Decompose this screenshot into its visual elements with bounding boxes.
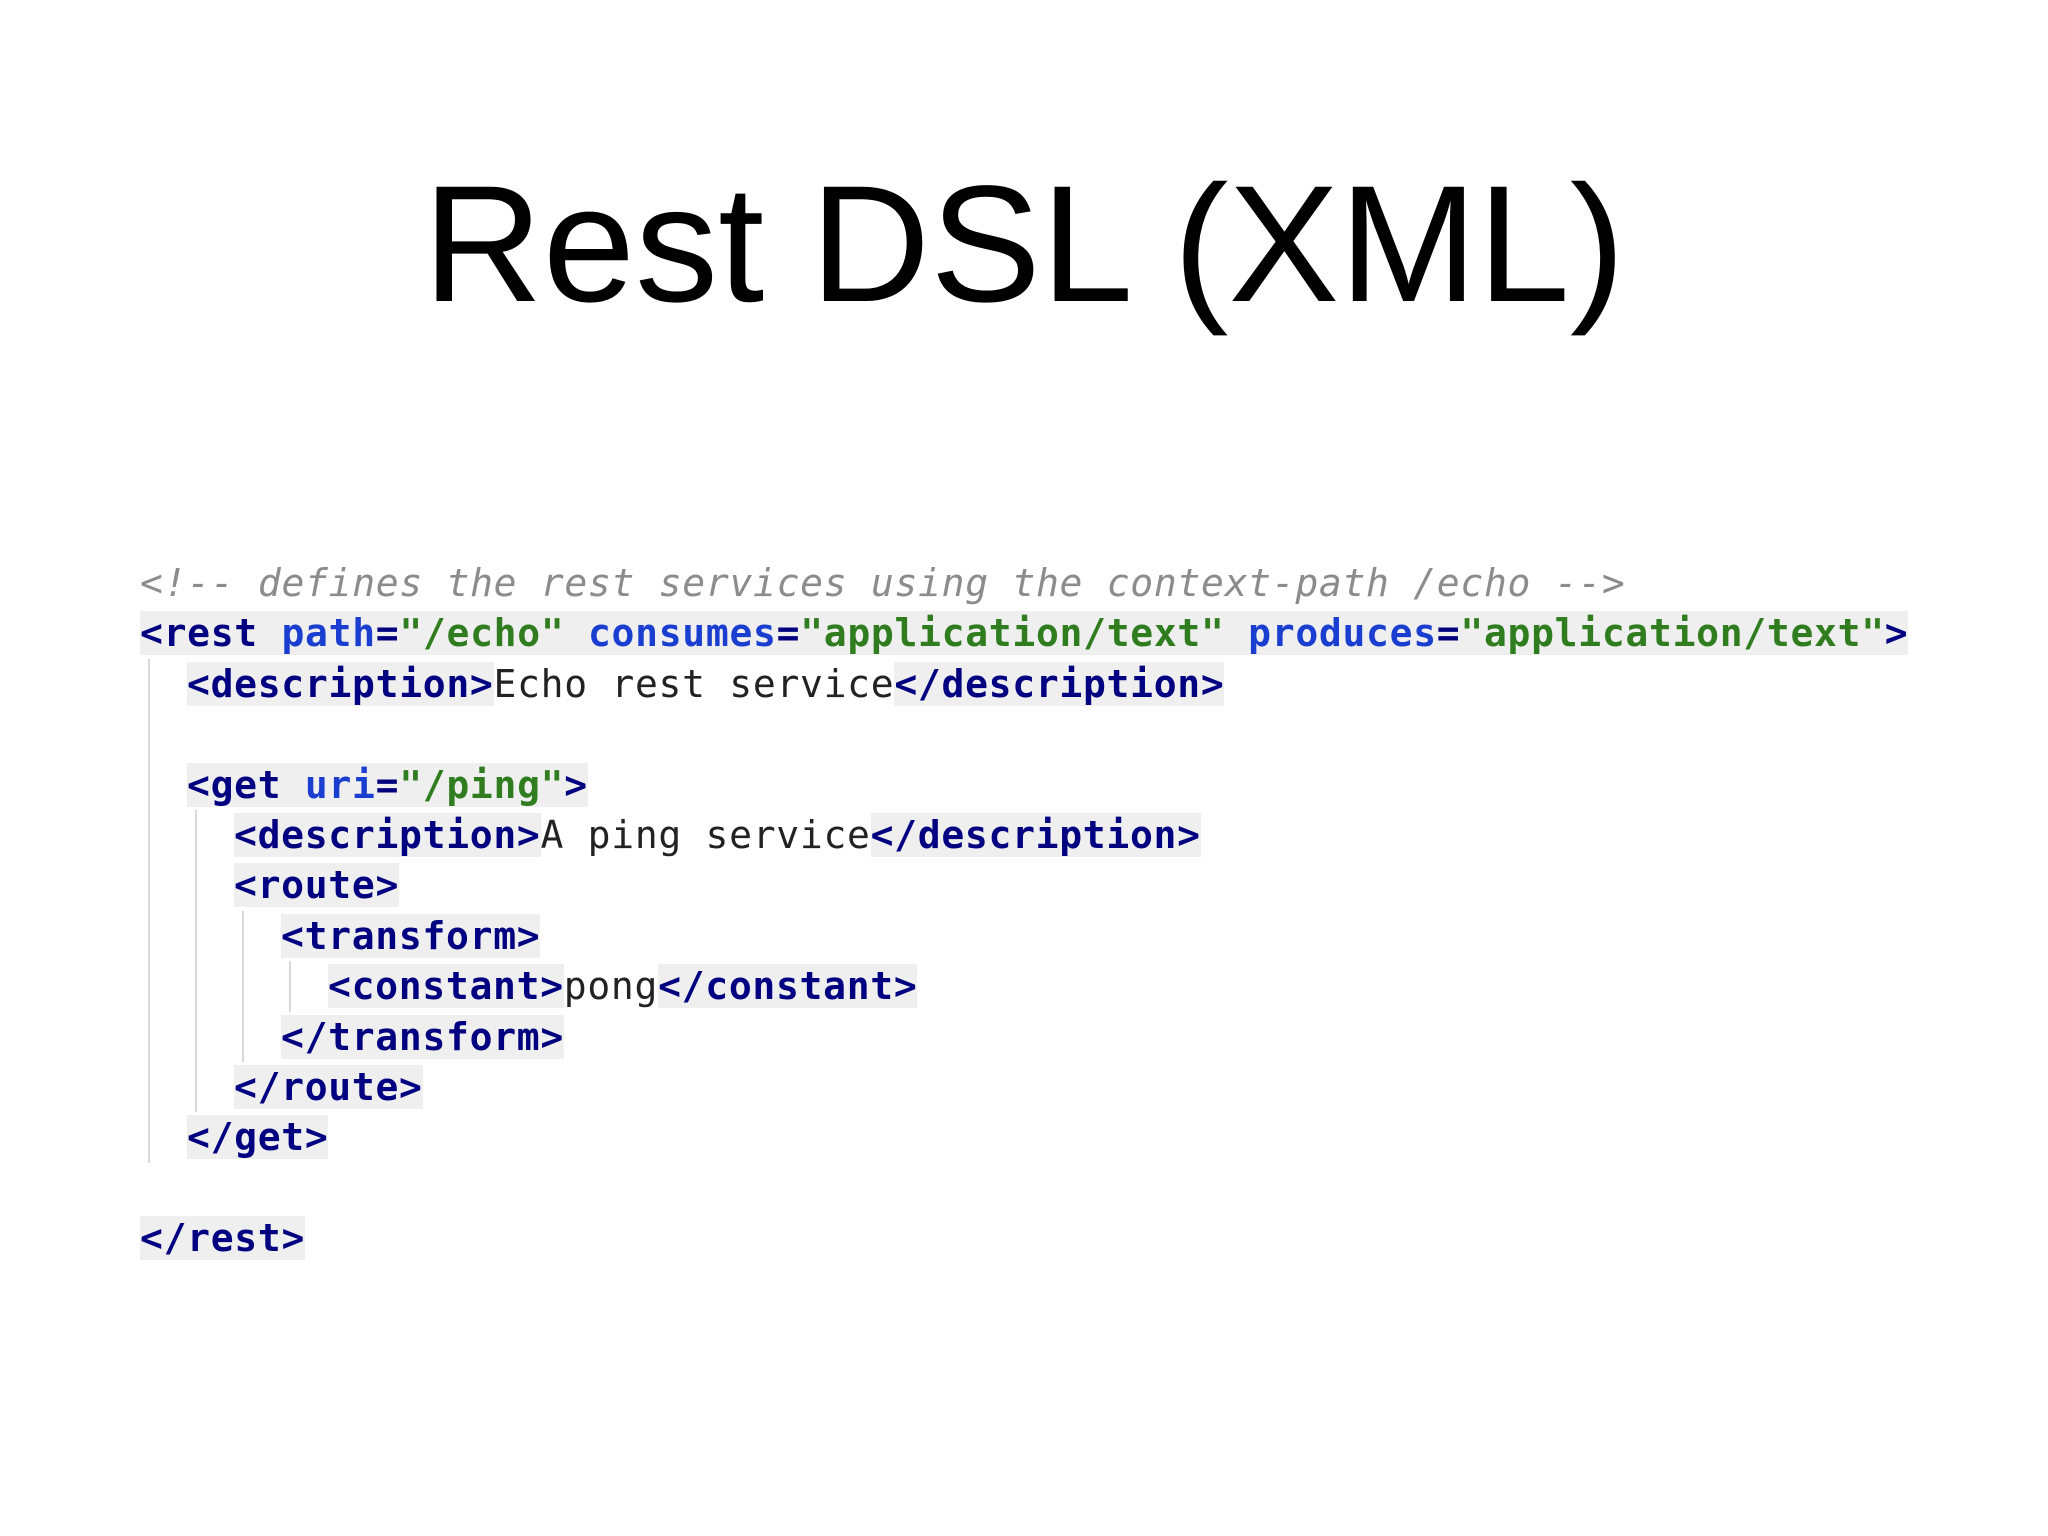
code-token-attr: uri (304, 762, 376, 807)
code-token-attr: produces (1248, 611, 1437, 656)
indent-guide (195, 910, 197, 962)
code-line: <rest path="/echo" consumes="application… (140, 608, 1909, 658)
code-line: <transform> (140, 910, 1908, 962)
code-line: <description>A ping service</description… (140, 809, 1908, 861)
code-token-tag: <constant> (328, 964, 564, 1009)
indent-guide (148, 759, 150, 810)
code-token-attr: path (281, 611, 376, 656)
indent-guide (195, 809, 197, 861)
code-token-str: "application/text" (1460, 611, 1885, 656)
indent-guide (148, 1061, 150, 1113)
code-line-content: <!-- defines the rest services using the… (140, 558, 1625, 608)
code-line: <route> (140, 860, 1908, 911)
code-line-content: <description>A ping service</description… (234, 810, 1201, 860)
code-token-attr: consumes (587, 611, 777, 656)
indent-guide (148, 1112, 150, 1163)
indent-guide (148, 809, 150, 861)
code-token-tag: </description> (870, 812, 1201, 857)
code-line-content: <route> (234, 860, 400, 910)
code-line: <get uri="/ping"> (140, 759, 1908, 810)
code-line: </rest> (140, 1213, 1908, 1263)
code-token-tag: <transform> (281, 913, 541, 958)
code-token-tag: </rest> (140, 1216, 306, 1261)
code-token-tag: </transform> (281, 1014, 564, 1059)
code-token-space (281, 762, 305, 807)
code-line: <constant>pong</constant> (140, 961, 1908, 1012)
code-token-tag: <description> (187, 661, 494, 706)
code-token-tag: <rest (140, 611, 258, 656)
code-block: <!-- defines the rest services using the… (140, 558, 1909, 1263)
code-line-content: </transform> (281, 1012, 564, 1062)
code-token-tag: > (1884, 611, 1909, 656)
code-line (140, 1163, 1908, 1213)
code-token-tag: </get> (187, 1115, 329, 1160)
slide-title: Rest DSL (XML) (422, 152, 1626, 337)
indent-guide (148, 709, 150, 760)
code-line-content: <rest path="/echo" consumes="application… (140, 608, 1909, 658)
code-token-space (564, 611, 588, 656)
code-line: </transform> (140, 1011, 1908, 1062)
code-token-tag: = (776, 611, 801, 656)
code-token-tag: <description> (234, 812, 541, 857)
code-line-content: </get> (187, 1112, 329, 1162)
code-token-str: "/echo" (399, 611, 565, 656)
code-line-content: </rest> (140, 1213, 306, 1263)
code-token-tag: </description> (894, 661, 1225, 706)
code-line: </route> (140, 1061, 1908, 1113)
indent-guide (148, 1011, 150, 1062)
code-line-content: <description>Echo rest service</descript… (187, 659, 1225, 709)
code-token-tag: </route> (234, 1064, 423, 1109)
code-line (140, 709, 1908, 760)
code-token-tag: > (564, 762, 588, 807)
indent-guide (242, 910, 244, 962)
indent-guide (148, 910, 150, 962)
code-line: <!-- defines the rest services using the… (140, 558, 1908, 608)
code-token-text: Echo rest service (493, 661, 895, 706)
code-line-content: </route> (234, 1062, 423, 1112)
indent-guide (195, 1011, 197, 1062)
code-line: <description>Echo rest service</descript… (140, 658, 1908, 710)
indent-guide (242, 961, 244, 1012)
code-token-text: A ping service (540, 812, 871, 857)
code-line-content: <constant>pong</constant> (328, 961, 918, 1011)
code-token-space (257, 611, 282, 656)
code-token-str: "application/text" (800, 611, 1225, 656)
indent-guide (289, 961, 291, 1012)
indent-guide (195, 860, 197, 911)
code-token-tag: <route> (234, 863, 400, 908)
indent-guide (148, 658, 150, 710)
code-token-tag: = (375, 762, 400, 807)
indent-guide (195, 1061, 197, 1113)
code-token-tag: <get (187, 762, 282, 807)
code-line: </get> (140, 1112, 1908, 1163)
code-token-str: "/ping" (399, 762, 565, 807)
indent-guide (242, 1011, 244, 1062)
code-line-content: <get uri="/ping"> (187, 760, 588, 810)
code-token-text: pong (563, 964, 659, 1009)
indent-guide (195, 961, 197, 1012)
code-token-comment: <!-- defines the rest services using the… (140, 561, 1626, 605)
indent-guide (148, 961, 150, 1012)
code-token-tag: = (375, 611, 400, 656)
code-token-space (1224, 611, 1249, 656)
code-token-tag: </constant> (658, 964, 918, 1009)
indent-guide (148, 860, 150, 911)
code-token-tag: = (1436, 611, 1461, 656)
code-line-content: <transform> (281, 911, 541, 961)
